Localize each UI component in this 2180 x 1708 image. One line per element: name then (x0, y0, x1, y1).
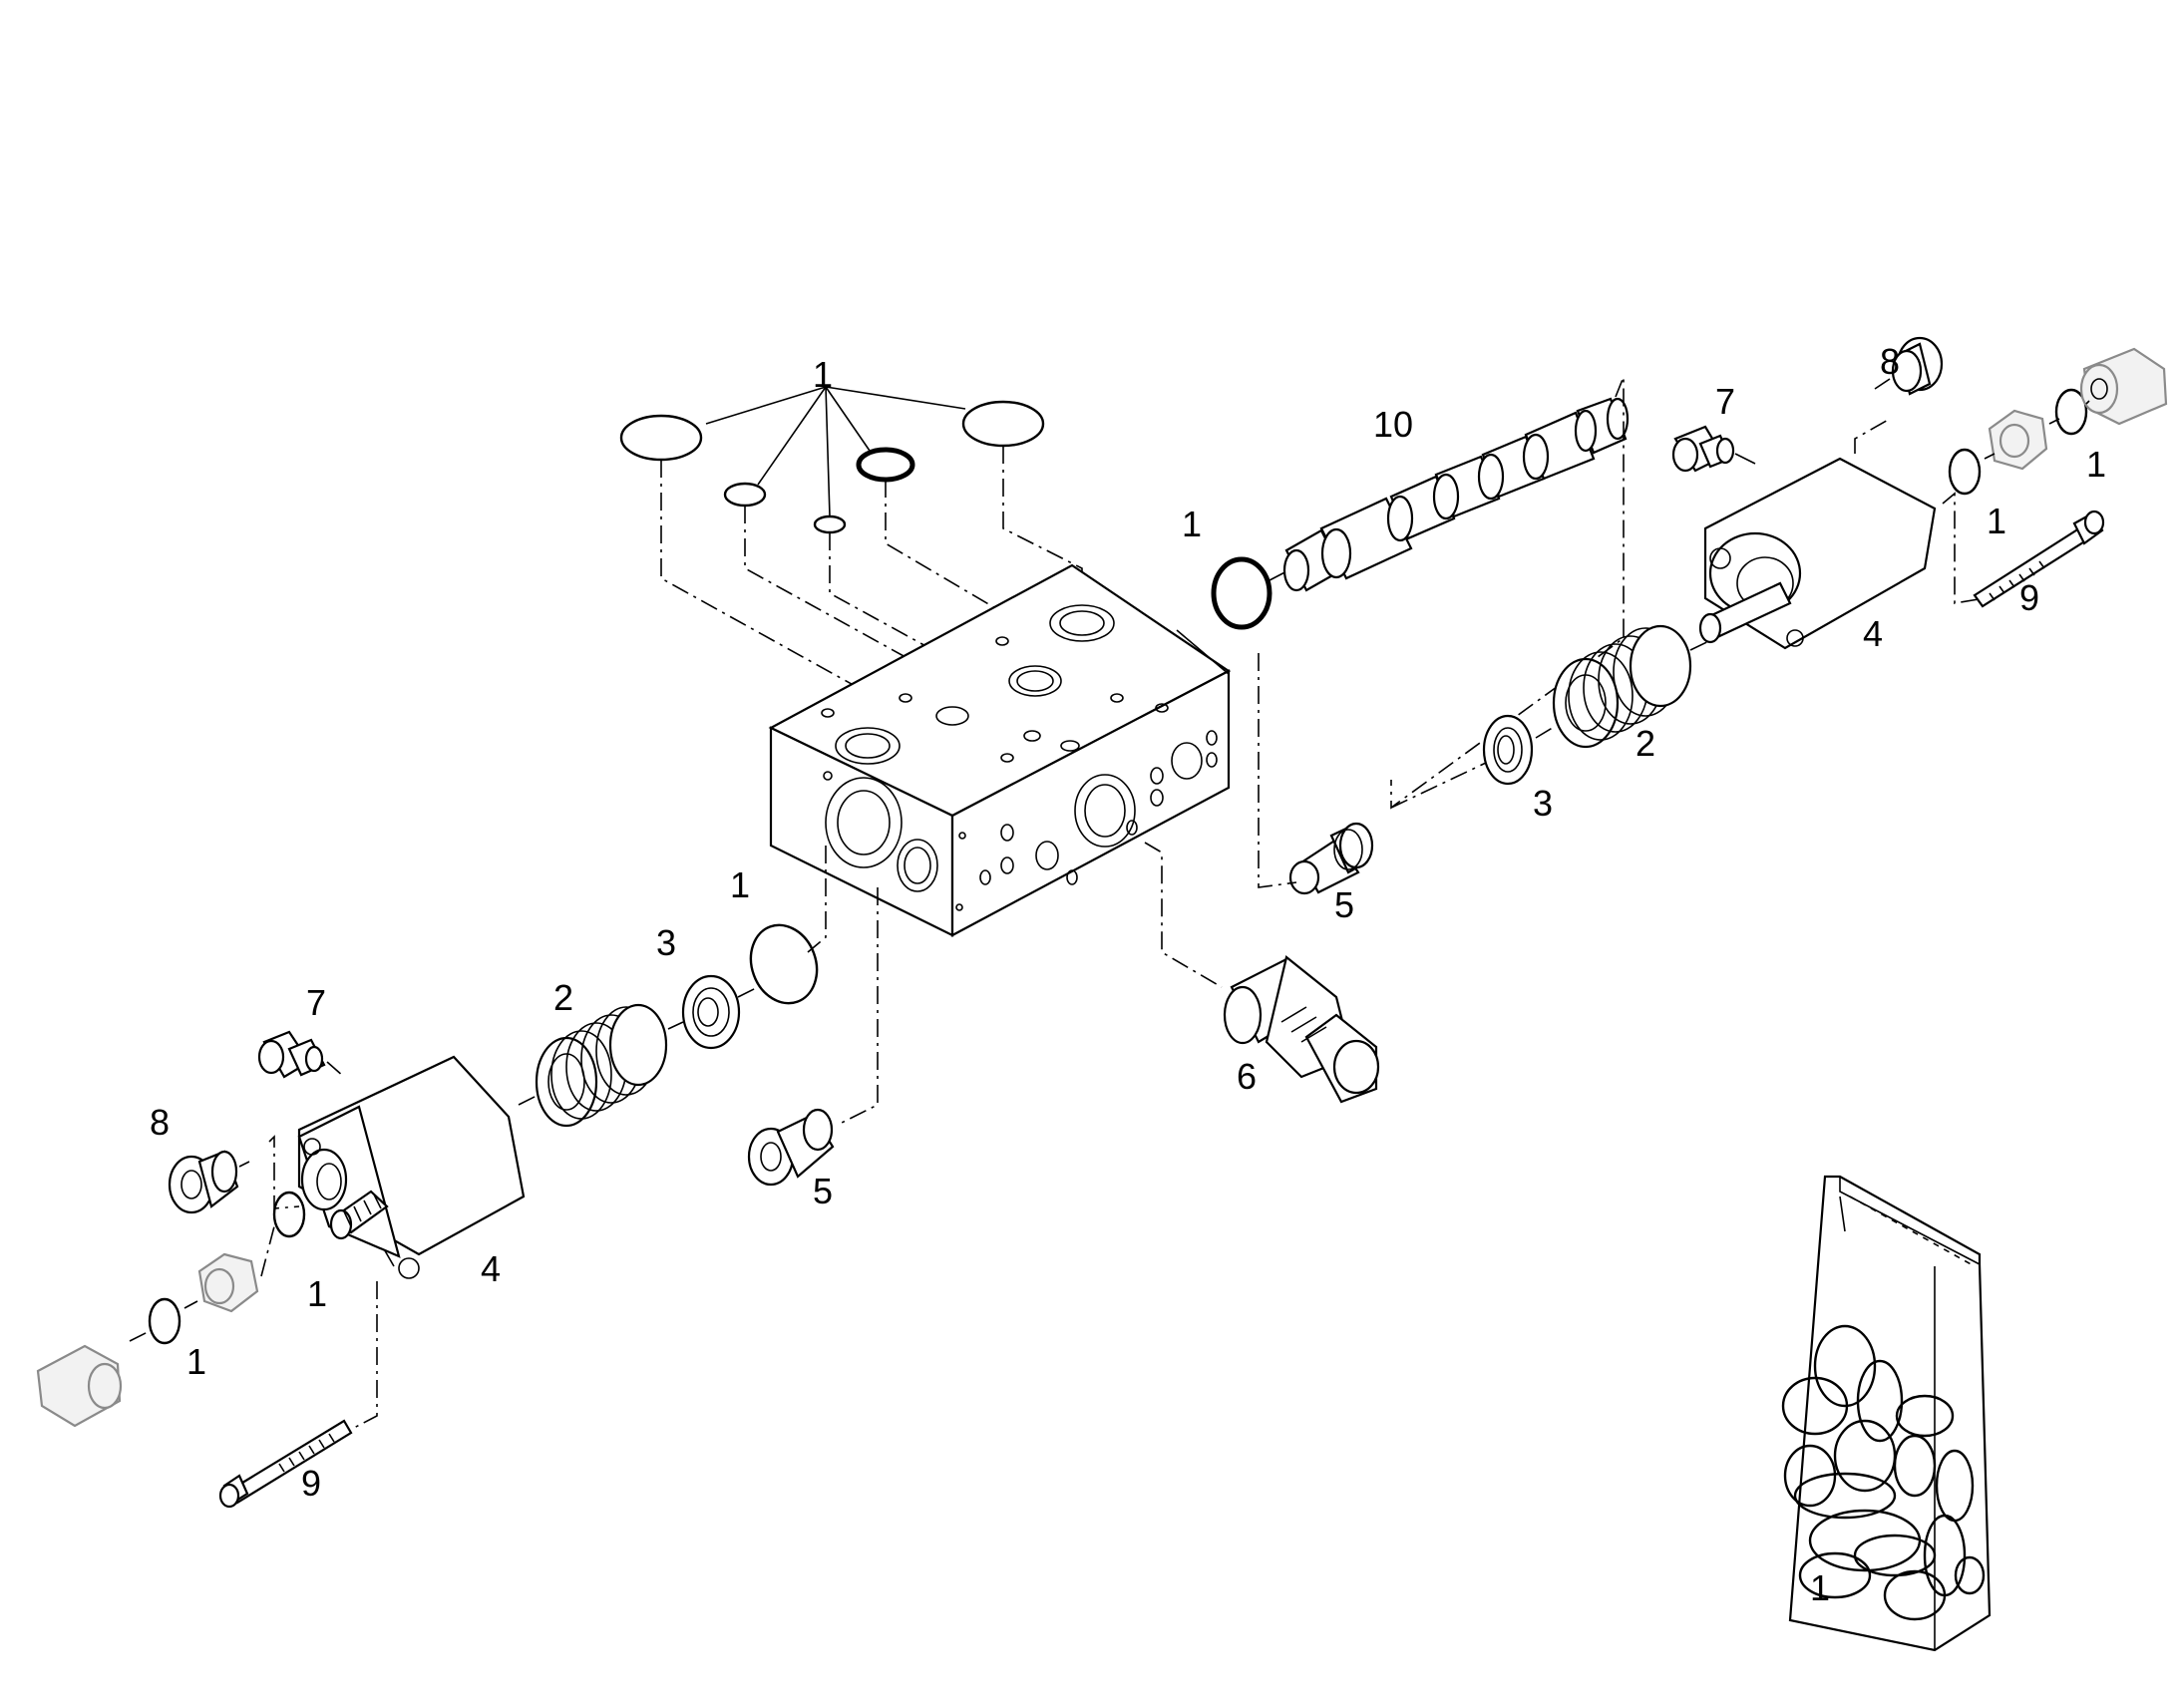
callout-spool-10: 10 (1373, 404, 1413, 445)
oring-thick (856, 447, 915, 483)
cap-left (36, 1344, 123, 1428)
fitting-left (257, 1030, 326, 1079)
callout-right-5: 5 (1334, 884, 1354, 925)
right-spring-group (1258, 336, 2168, 895)
callout-right-3: 3 (1533, 783, 1553, 824)
callout-right-7: 7 (1715, 381, 1735, 422)
callout-bag-1: 1 (1810, 1567, 1830, 1608)
cover-left (297, 1055, 526, 1279)
oring-right-b (2054, 388, 2088, 436)
callout-right-2: 2 (1635, 723, 1655, 764)
oring-left (749, 923, 819, 1005)
oring-large-left (619, 414, 703, 462)
cover-right (1698, 457, 1937, 650)
bolt-left (218, 1419, 353, 1509)
callout-right-9: 9 (2019, 577, 2039, 618)
relief-valve (1223, 955, 1380, 1104)
oring-large-right (961, 400, 1045, 448)
seal-left (681, 974, 741, 1050)
oring-tiny (813, 514, 847, 534)
spring-left (535, 1003, 668, 1128)
callout-top-1: 1 (813, 354, 833, 395)
spool-assembly (1176, 376, 1630, 810)
spool-oring (1211, 556, 1272, 630)
spool (1282, 397, 1630, 592)
callout-left-9: 9 (301, 1463, 321, 1504)
plug-left (747, 1108, 835, 1187)
callout-spool-oring-1: 1 (1182, 504, 1202, 544)
seal-right (1482, 714, 1534, 786)
callout-left-3: 3 (656, 922, 676, 963)
callout-left-7: 7 (306, 982, 326, 1023)
callout-right-1a: 1 (1987, 501, 2006, 541)
seal-kit-bag (1781, 1175, 1992, 1652)
nut-right (1988, 409, 2048, 471)
valve-block (768, 563, 1232, 937)
fitting-right (1671, 425, 1735, 473)
callout-left-5: 5 (813, 1171, 833, 1211)
plug-right (1288, 822, 1374, 895)
callout-left-1: 1 (730, 864, 750, 905)
callout-left-8: 8 (150, 1102, 170, 1143)
oring-small (723, 482, 767, 508)
oring-left-a (272, 1191, 306, 1238)
callout-left-1b: 1 (186, 1341, 206, 1382)
callout-center-6: 6 (1237, 1056, 1257, 1097)
oring-left-b (148, 1297, 182, 1345)
callout-right-8: 8 (1880, 341, 1900, 382)
left-spring-group (36, 846, 879, 1509)
plug-8-left (168, 1150, 239, 1214)
bolt-right (1973, 510, 2105, 608)
block-right-face (950, 669, 1231, 937)
oring-right-a (1948, 448, 1982, 496)
callout-left-4: 4 (481, 1248, 501, 1289)
callout-left-1a: 1 (307, 1273, 327, 1314)
cap-right (2079, 347, 2168, 426)
callout-right-1b: 1 (2086, 444, 2106, 485)
nut-left (197, 1252, 259, 1313)
callout-labels: 1 10 1 7 8 1 1 9 4 2 3 5 1 3 2 7 8 4 1 1… (150, 341, 2106, 1608)
callout-left-2: 2 (553, 977, 573, 1018)
callout-right-4: 4 (1863, 613, 1883, 654)
spring-right (1552, 624, 1692, 749)
plug-8-right (1891, 336, 1944, 396)
